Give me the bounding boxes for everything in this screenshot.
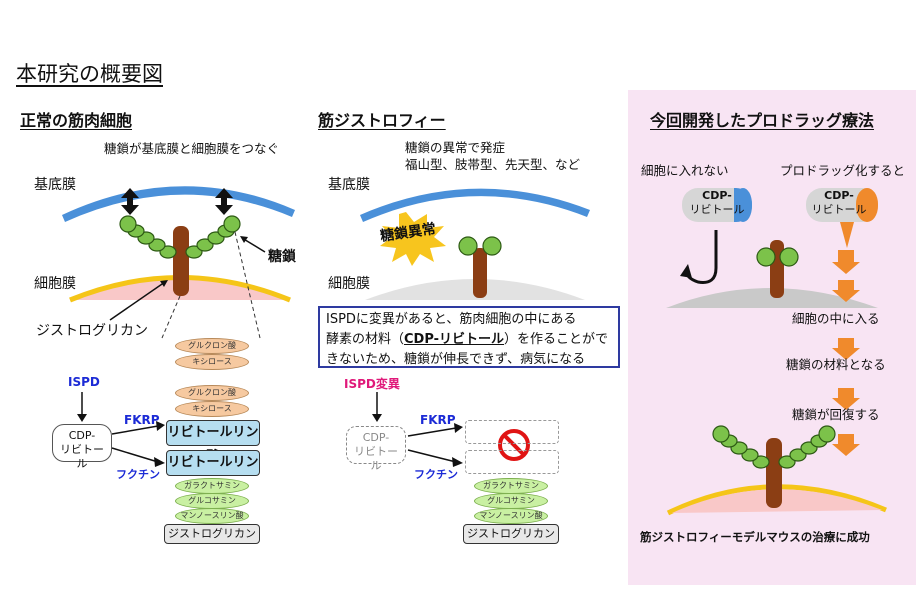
dystrophy-caption-2: 福山型、肢帯型、先天型、など [405,157,581,172]
desc-line3: きないため、糖鎖が伸長できず、病気になる [326,352,586,367]
missing-ribitol-box-2 [465,450,559,474]
ispd-mutation-label: ISPD変異 [344,377,400,391]
dystrophy-cell-illustration [360,188,590,467]
desc-line2a: 酵素の材料（ [326,332,405,347]
normal-basement-membrane [62,186,295,222]
recovered-stem [766,438,782,508]
chain-xylose-1: キシロース [175,354,249,370]
dystrophy-fkrp-label: FKRP [420,413,456,427]
desc-line2: 酵素の材料（CDP-リビトール）を作ることがで [326,330,612,350]
therapy-heading: 今回開発したプロドラッグ療法 [650,111,875,130]
cdp-pill-right [806,188,878,222]
fkrp-label: FKRP [124,413,160,427]
therapy-left-caption: 細胞に入れない [641,163,729,178]
chain-glucuronic-1: グルクロン酸 [175,338,249,354]
desc-line2c: ）を作ることがで [504,332,609,347]
recovered-sugar-right [778,425,836,469]
therapy-cell-body [666,288,878,308]
missing-ribitol-box-1 [465,420,559,444]
dystrophy-sugar-stubs [458,236,502,256]
therapy-sugar-stubs [756,247,799,267]
dystroglycan-label: ジストログリカン [36,323,148,339]
therapy-illustration [666,188,887,516]
therapy-result: 筋ジストロフィーモデルマウスの治療に成功 [640,530,870,544]
cdp-ribitol-missing-box: CDP- リビトール [346,426,406,472]
normal-membrane-label: 細胞膜 [34,276,76,292]
dys-chain-galactosamine: ガラクトサミン [474,478,548,494]
orange-arrows [832,250,860,456]
dystrophy-description-box: ISPDに変異があると、筋肉細胞の中にある 酵素の材料（CDP-リビトール）を作… [318,306,620,368]
page-title: 本研究の概要図 [16,62,163,86]
normal-heading: 正常の筋肉細胞 [20,111,133,130]
desc-line1: ISPDに変異があると、筋肉細胞の中にある [326,312,577,327]
normal-cell-illustration [62,186,295,467]
chain-glucuronic-2: グルクロン酸 [175,385,249,401]
therapy-right-caption: プロドラッグ化すると [780,163,906,178]
therapy-cdp-left-line1: CDP- [702,189,732,202]
sugar-label: 糖鎖 [268,249,296,265]
therapy-cdp-right-label: CDP- リビトール [804,189,874,217]
dystrophy-stem [473,248,487,298]
therapy-cdp-left-line2: リビトール [689,203,745,216]
chain-glucosamine: グルコサミン [175,493,249,509]
fukutin-label: フクチン [116,468,160,481]
ispd-label: ISPD [68,375,100,389]
dys-chain-mannose-phosphate: マンノースリン酸 [474,508,548,524]
therapy-cdp-left-label: CDP- リビトール [682,189,752,217]
normal-sugar-chain-left [119,215,177,259]
cdp-pill-left [682,188,752,222]
desc-line2b: CDP-リビトール [404,332,505,347]
therapy-step-2: 糖鎖の材料となる [786,357,886,372]
ribitol-phosphate-box-1: リビトールリン酸 [166,420,260,464]
normal-sugar-chain-right [185,215,241,259]
chain-dystroglycan-base: ジストログリカン [164,524,260,544]
dystrophy-membrane-label: 細胞膜 [328,276,370,292]
therapy-step-3: 糖鎖が回復する [792,407,880,422]
cdp-missing-line2: リビトール [354,445,398,472]
dystrophy-heading: 筋ジストロフィー [318,111,446,130]
dystrophy-fukutin-label: フクチン [414,468,458,481]
normal-caption: 糖鎖が基底膜と細胞膜をつなぐ [104,141,280,156]
abnormal-burst [380,212,446,266]
dystrophy-basement-label: 基底膜 [328,177,370,193]
double-arrow-right [215,188,233,215]
therapy-cdp-right-line2: リビトール [811,203,867,216]
chain-mannose-phosphate: マンノースリン酸 [175,508,249,524]
chain-xylose-2: キシロース [175,401,249,417]
cdp-missing-line1: CDP- [362,431,390,444]
prodrug-drop [840,222,854,248]
therapy-stem [770,240,784,298]
normal-stem [173,226,189,296]
cdp-line1: CDP- [68,429,96,442]
dystrophy-basement-membrane [360,188,590,222]
therapy-cdp-right-line1: CDP- [824,189,854,202]
normal-basement-label: 基底膜 [34,177,76,193]
dystrophy-caption-1: 糖鎖の異常で発症 [405,140,506,155]
dys-chain-glucosamine: グルコサミン [474,493,548,509]
therapy-step-1: 細胞の中に入る [792,311,880,326]
dys-chain-dystroglycan-base: ジストログリカン [463,524,559,544]
recovered-sugar-left [712,425,770,469]
chain-galactosamine: ガラクトサミン [175,478,249,494]
double-arrow-left [121,188,139,215]
cdp-ribitol-box: CDP- リビトール [52,424,112,470]
cdp-line2: リビトール [60,443,104,470]
ribitol-phosphate-box-2: リビトールリン酸 [166,450,260,494]
